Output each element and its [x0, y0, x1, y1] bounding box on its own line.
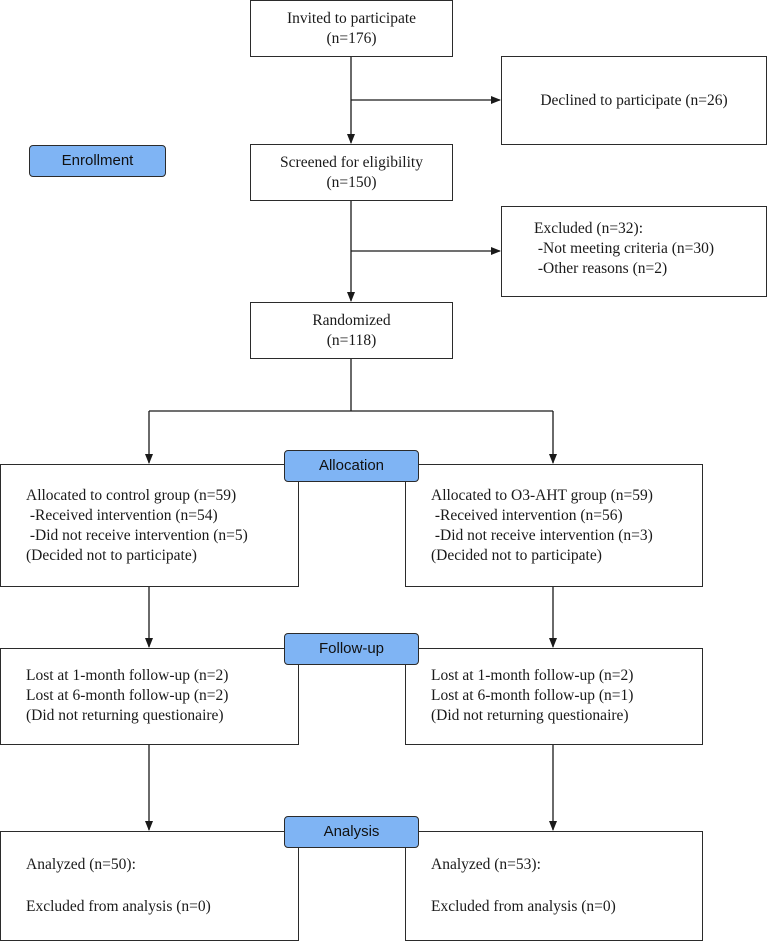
control-received: -Received intervention (n=54)	[26, 507, 218, 524]
stage-enrollment-label: Enrollment	[61, 152, 134, 169]
stage-allocation: Allocation	[284, 450, 419, 482]
randomized-label: Randomized	[312, 311, 391, 329]
screened-count: (n=150)	[326, 173, 377, 191]
stage-followup: Follow-up	[284, 633, 419, 665]
invited-box: Invited to participate (n=176)	[250, 0, 453, 57]
o3-allocated: Allocated to O3-AHT group (n=59)	[431, 487, 653, 504]
control-not-received: -Did not receive intervention (n=5)	[26, 527, 248, 544]
excluded-box: Excluded (n=32): -Not meeting criteria (…	[501, 206, 767, 297]
control-excluded-analysis: Excluded from analysis (n=0)	[26, 898, 211, 915]
declined-box: Declined to participate (n=26)	[501, 56, 767, 145]
o3-followup-box: Lost at 1-month follow-up (n=2) Lost at …	[405, 648, 703, 745]
o3-lost-6m: Lost at 6-month follow-up (n=1)	[431, 687, 634, 704]
randomized-box: Randomized (n=118)	[250, 302, 453, 359]
o3-excluded-analysis: Excluded from analysis (n=0)	[431, 898, 616, 915]
excluded-other: -Other reasons (n=2)	[534, 260, 668, 277]
o3-followup-reason: (Did not returning questionaire)	[431, 707, 629, 724]
o3-lost-1m: Lost at 1-month follow-up (n=2)	[431, 667, 634, 684]
randomized-count: (n=118)	[326, 331, 377, 349]
invited-label: Invited to participate	[286, 9, 417, 27]
control-lost-6m: Lost at 6-month follow-up (n=2)	[26, 687, 229, 704]
control-analyzed: Analyzed (n=50):	[26, 856, 136, 873]
stage-enrollment: Enrollment	[29, 145, 166, 177]
control-allocated: Allocated to control group (n=59)	[26, 487, 237, 504]
o3-received: -Received intervention (n=56)	[431, 507, 623, 524]
o3-reason: (Decided not to participate)	[431, 547, 602, 564]
stage-analysis: Analysis	[284, 816, 419, 848]
stage-analysis-label: Analysis	[323, 823, 380, 840]
control-reason: (Decided not to participate)	[26, 547, 197, 564]
screened-box: Screened for eligibility (n=150)	[250, 144, 453, 201]
control-lost-1m: Lost at 1-month follow-up (n=2)	[26, 667, 229, 684]
o3-analysis-box: Analyzed (n=53): Excluded from analysis …	[405, 831, 703, 941]
control-analysis-box: Analyzed (n=50): Excluded from analysis …	[0, 831, 299, 941]
o3-allocation-box: Allocated to O3-AHT group (n=59) -Receiv…	[405, 464, 703, 587]
excluded-criteria: -Not meeting criteria (n=30)	[534, 240, 715, 257]
declined-label: Declined to participate (n=26)	[540, 91, 728, 109]
control-followup-reason: (Did not returning questionaire)	[26, 707, 224, 724]
stage-followup-label: Follow-up	[318, 640, 385, 657]
control-allocation-box: Allocated to control group (n=59) -Recei…	[0, 464, 299, 587]
o3-analyzed: Analyzed (n=53):	[431, 856, 541, 873]
o3-not-received: -Did not receive intervention (n=3)	[431, 527, 653, 544]
screened-label: Screened for eligibility	[280, 153, 423, 171]
excluded-total: Excluded (n=32):	[534, 220, 644, 237]
control-followup-box: Lost at 1-month follow-up (n=2) Lost at …	[0, 648, 299, 745]
invited-count: (n=176)	[326, 29, 377, 47]
stage-allocation-label: Allocation	[318, 457, 385, 474]
